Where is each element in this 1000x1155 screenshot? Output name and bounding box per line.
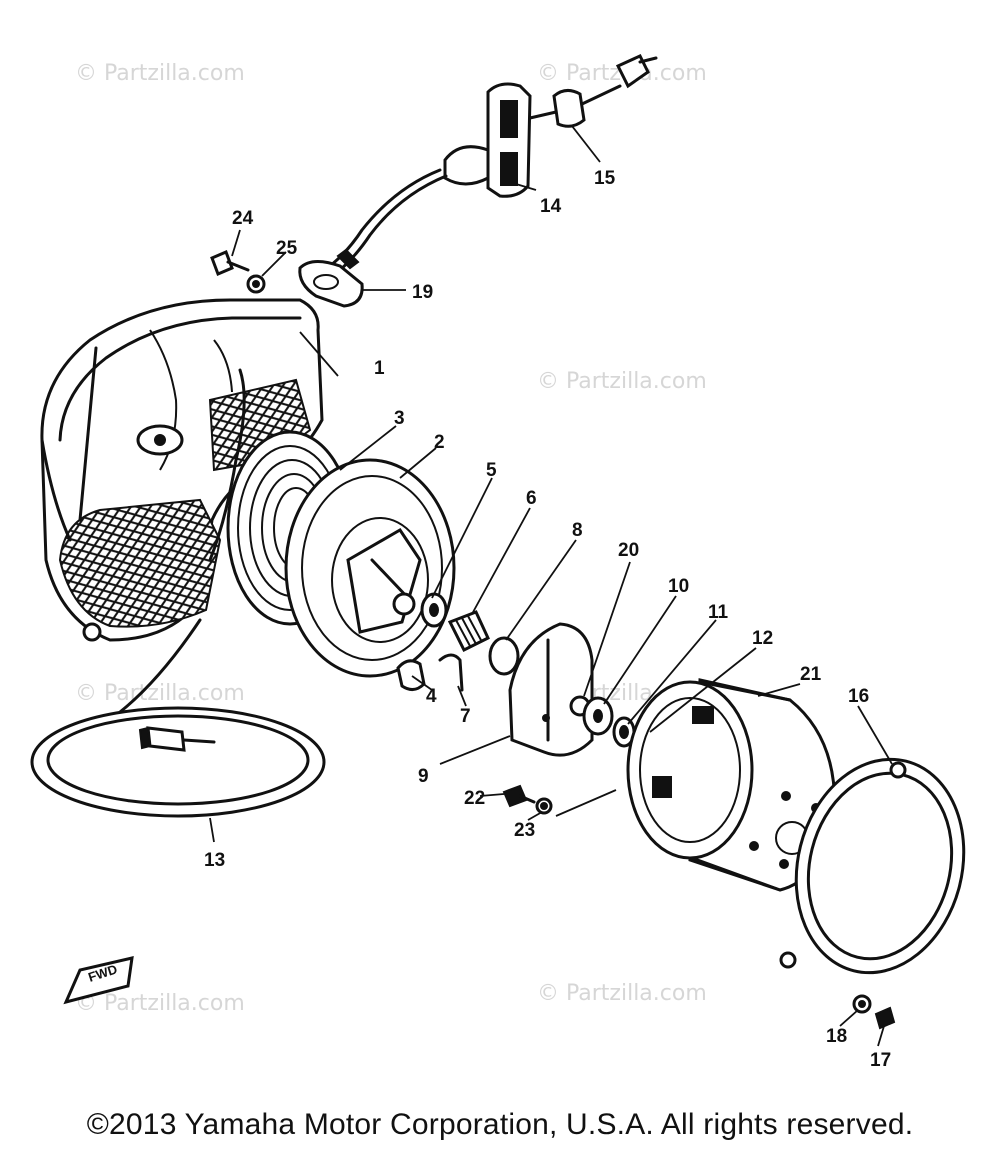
watermark: © Partzilla.com	[75, 991, 245, 1016]
screw-22	[502, 784, 536, 808]
callout-17: 17	[870, 1050, 891, 1071]
pawl	[396, 659, 426, 691]
washer-10	[582, 696, 614, 736]
callout-9: 9	[418, 766, 429, 787]
callout-19: 19	[412, 282, 433, 303]
watermark: © Partzilla.com	[537, 981, 707, 1006]
watermark: © Partzilla.com	[75, 61, 245, 86]
callout-7: 7	[460, 706, 471, 727]
cable-loop	[30, 618, 326, 818]
drive-plate	[508, 622, 594, 757]
copyright-notice: ©2013 Yamaha Motor Corporation, U.S.A. A…	[86, 1108, 914, 1141]
starter-rope	[320, 168, 448, 280]
bolt-24	[210, 250, 250, 276]
callout-20: 20	[618, 540, 639, 561]
callout-13: 13	[204, 850, 225, 871]
callout-22: 22	[464, 788, 485, 809]
washer-25	[246, 274, 266, 294]
starter-handle	[443, 54, 658, 198]
leader-lines	[209, 125, 893, 1047]
callout-23: 23	[514, 820, 535, 841]
callouts: 1 2 3 4 5 6 7 8 9 10 11 12 13 14 15 16 1…	[204, 168, 891, 1071]
callout-11: 11	[708, 602, 729, 623]
callout-4: 4	[426, 686, 437, 707]
callout-5: 5	[486, 460, 497, 481]
exploded-parts-diagram: © Partzilla.com © Partzilla.com © Partzi…	[30, 54, 966, 1071]
rope-guide	[298, 260, 364, 308]
callout-18: 18	[826, 1026, 847, 1047]
callout-14: 14	[540, 196, 562, 217]
pawl-spring	[438, 653, 464, 692]
callout-10: 10	[668, 576, 689, 597]
callout-6: 6	[526, 488, 537, 509]
callout-2: 2	[434, 432, 445, 453]
callout-15: 15	[594, 168, 616, 189]
pulley	[284, 458, 456, 678]
callout-12: 12	[752, 628, 773, 649]
bolt-17	[874, 1006, 896, 1030]
callout-21: 21	[800, 664, 822, 685]
spring-6	[447, 610, 490, 653]
washer-23	[535, 797, 553, 815]
washer-5	[420, 592, 448, 628]
callout-1: 1	[374, 358, 385, 379]
callout-25: 25	[276, 238, 298, 259]
washer-18	[852, 994, 872, 1014]
callout-8: 8	[572, 520, 583, 541]
callout-16: 16	[848, 686, 869, 707]
circlip-8	[488, 636, 520, 676]
callout-24: 24	[232, 208, 254, 229]
fwd-arrow-icon: FWD	[63, 956, 134, 1005]
callout-3: 3	[394, 408, 405, 429]
watermark: © Partzilla.com	[75, 681, 245, 706]
ring-cover	[779, 757, 966, 975]
watermark: © Partzilla.com	[537, 369, 707, 394]
